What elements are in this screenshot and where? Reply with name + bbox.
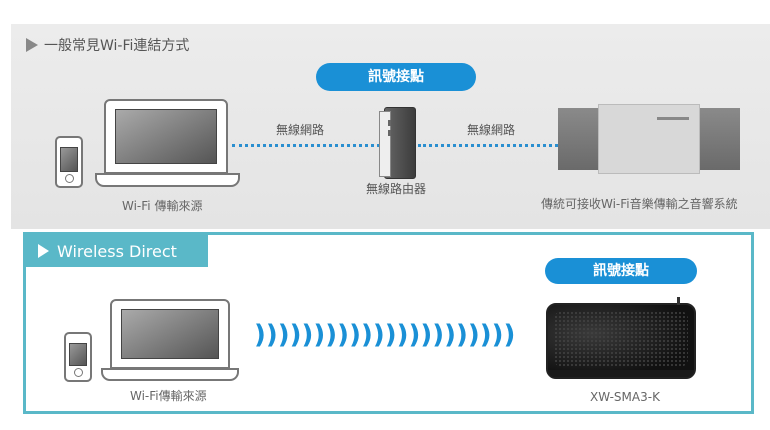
wireless-network-label-1: 無線網路 <box>276 123 325 137</box>
router-label: 無線路由器 <box>366 182 427 196</box>
laptop-base <box>95 173 240 187</box>
wifi-source-label-bottom: Wi-Fi傳輸來源 <box>130 389 207 403</box>
receiver-label: 傳統可接收Wi-Fi音樂傳輸之音響系統 <box>541 197 738 211</box>
general-wifi-title: 一般常見Wi-Fi連結方式 <box>26 35 189 55</box>
wireless-direct-tab: Wireless Direct <box>26 235 208 267</box>
wireless-direct-title: Wireless Direct <box>57 241 177 261</box>
wireless-link-1 <box>232 144 380 147</box>
smartphone-icon <box>64 332 92 382</box>
wireless-network-label-2: 無線網路 <box>467 123 516 137</box>
smartphone-icon <box>55 136 83 188</box>
speaker-model-label: XW-SMA3-K <box>590 390 660 404</box>
bluetooth-speaker-icon <box>546 297 696 379</box>
stereo-system-icon <box>558 104 740 174</box>
wireless-router-icon <box>379 107 416 179</box>
signal-point-badge-top: 訊號接點 <box>316 63 476 91</box>
wireless-direct-waves: )))))))))))))))))))))) <box>254 320 516 350</box>
play-triangle-icon <box>38 244 49 258</box>
signal-point-badge-bottom: 訊號接點 <box>545 258 697 284</box>
laptop-base <box>101 368 239 381</box>
play-triangle-icon <box>26 38 38 52</box>
wireless-direct-panel <box>23 232 754 414</box>
wifi-source-label-top: Wi-Fi 傳輸來源 <box>122 199 203 213</box>
wireless-link-2 <box>418 144 558 147</box>
general-wifi-title-text: 一般常見Wi-Fi連結方式 <box>44 38 190 54</box>
laptop-icon <box>110 299 230 369</box>
laptop-icon <box>104 99 228 174</box>
